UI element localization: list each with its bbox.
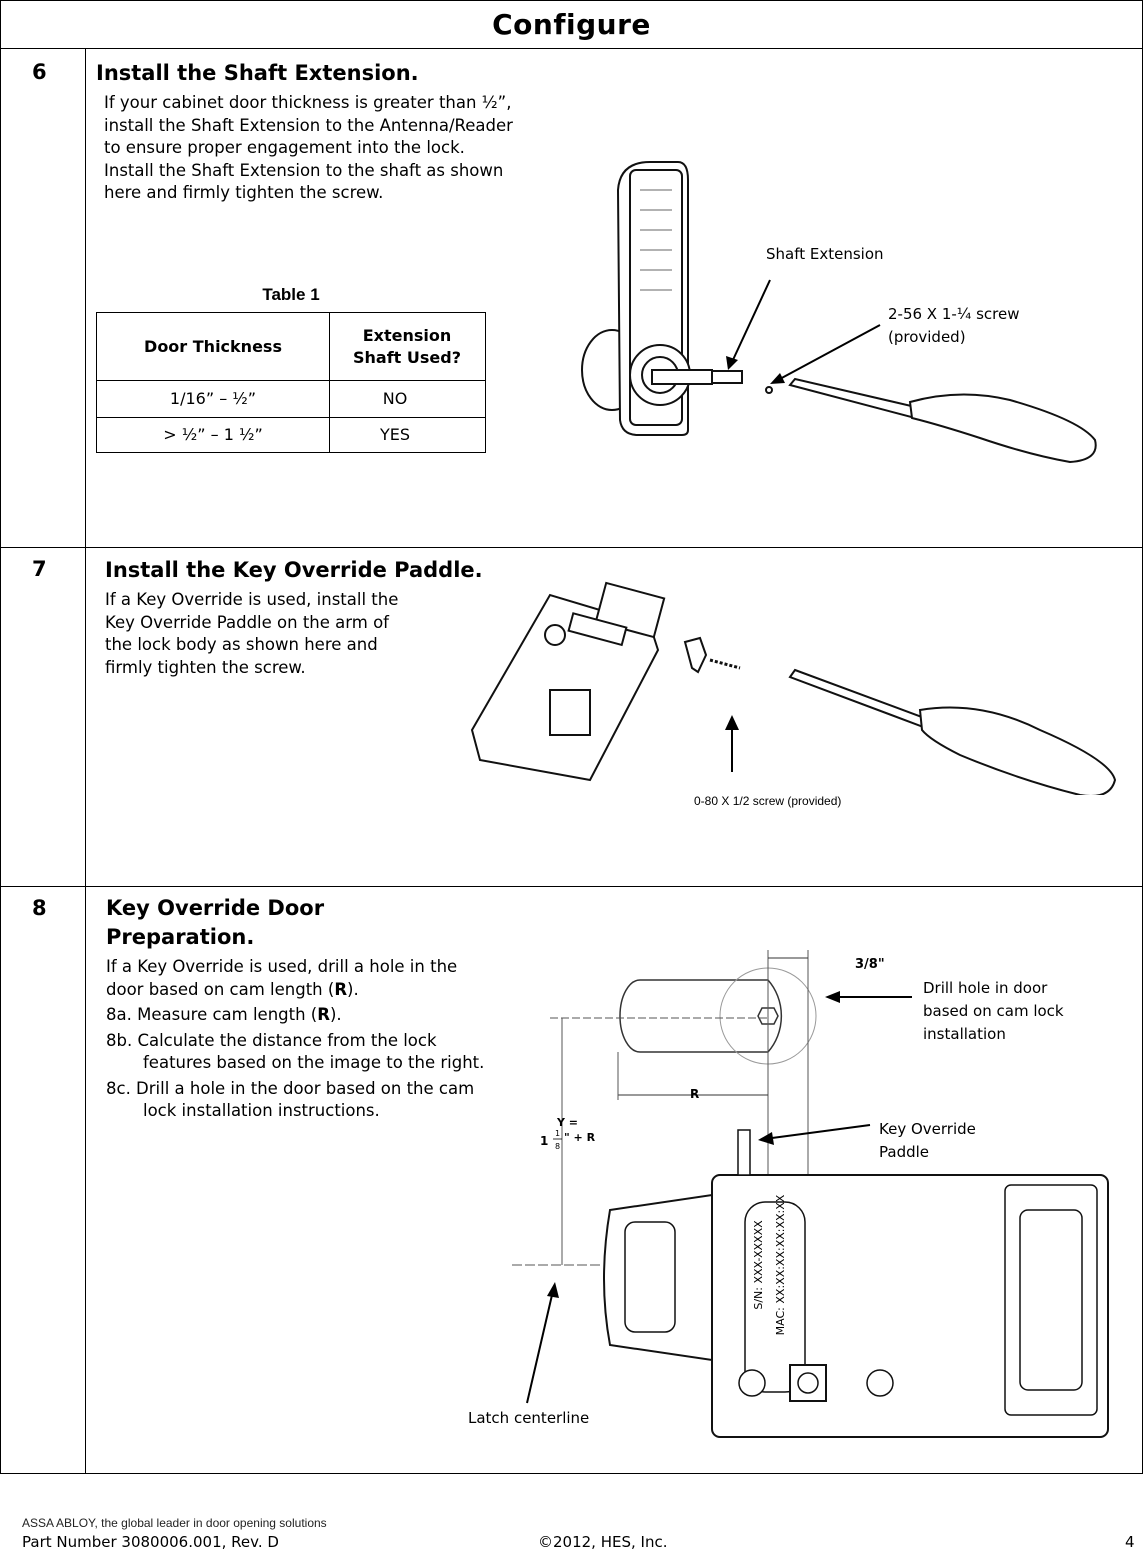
- key-override-paddle-figure: [470, 581, 1117, 795]
- paddle-shape: [683, 636, 708, 674]
- table-divider: [97, 417, 485, 418]
- formula-whole: 1: [540, 1134, 548, 1148]
- label-line: installation: [923, 1025, 1006, 1043]
- formula-denominator: 8: [555, 1142, 560, 1151]
- arrow-head-icon: [547, 1282, 559, 1298]
- step-title: Install the Key Override Paddle.: [105, 558, 483, 582]
- key-override-paddle: [737, 1129, 751, 1176]
- screw-icon: [866, 1369, 894, 1397]
- label-drill-hole: Drill hole in door based on cam lock ins…: [923, 977, 1064, 1046]
- list-item: 8a. Measure cam length (: [106, 1005, 318, 1024]
- step-title: Key Override Door Preparation.: [106, 896, 325, 949]
- step-text: If a Key Override is used, drill a hole …: [106, 956, 491, 1126]
- screwdriver-shaft: [788, 668, 932, 730]
- label-screw: 0-80 X 1/2 screw (provided): [694, 794, 842, 808]
- text-bold: R: [334, 979, 348, 999]
- arrow-screw: [777, 324, 881, 381]
- divider: [85, 48, 86, 1474]
- arrow-head-icon: [825, 991, 840, 1003]
- step-number: 6: [32, 60, 47, 84]
- instructions-table: [0, 0, 1143, 1474]
- label-screw: 2-56 X 1-¼ screw: [888, 305, 1020, 323]
- screw-icon: [738, 1369, 766, 1397]
- cam-shape: [619, 979, 783, 1053]
- arrow-paddle: [771, 1124, 871, 1139]
- part-number: Part Number 3080006.001, Rev. D: [22, 1533, 279, 1551]
- table-header: Door Thickness: [144, 337, 282, 356]
- formula-label: Y =: [556, 1116, 578, 1129]
- lock-latch-inner: [624, 1221, 676, 1333]
- lock-label-plate: [744, 1201, 806, 1393]
- page-title: Configure: [492, 8, 651, 41]
- lock-strike-inner: [1019, 1209, 1083, 1391]
- label-line: Paddle: [879, 1143, 930, 1161]
- table-divider: [97, 380, 485, 381]
- dimension-label: R: [690, 1087, 699, 1101]
- table-cell: 1/16” – ½”: [169, 389, 257, 408]
- divider: [0, 547, 1143, 548]
- step-text: If your cabinet door thickness is greate…: [104, 93, 513, 202]
- dimension-label: 3/8": [855, 957, 885, 972]
- table-cell: YES: [379, 425, 411, 444]
- serial-number-text: S/N: XXX-XXXXX: [752, 1220, 765, 1310]
- arrow-head-icon: [725, 715, 739, 730]
- divider: [0, 886, 1143, 887]
- step-title: Install the Shaft Extension.: [96, 61, 419, 85]
- shaft-extension-figure: [581, 161, 1097, 464]
- list-item: 8c. Drill a hole in the door based on th…: [106, 1078, 475, 1121]
- arrow-latch: [526, 1294, 553, 1404]
- label-key-override-paddle: Key Override Paddle: [879, 1118, 976, 1164]
- table-cell: > ½” – 1 ½”: [163, 425, 263, 444]
- shaft: [651, 369, 713, 385]
- text-run: ).: [329, 1005, 342, 1024]
- arrow-shaft-extension: [731, 279, 771, 363]
- shaft-extension: [711, 370, 743, 384]
- step-number: 7: [32, 557, 47, 581]
- label-line: Drill hole in door: [923, 979, 1048, 997]
- arrow-head-icon: [758, 1132, 774, 1145]
- screwdriver-handle: [908, 393, 1097, 464]
- divider: [0, 48, 1143, 49]
- label-shaft-extension: Shaft Extension: [766, 245, 884, 263]
- table-divider: [329, 313, 330, 452]
- table-header: Extension Shaft Used?: [353, 326, 461, 367]
- screwdriver-handle: [918, 706, 1117, 795]
- text-bold: R: [317, 1005, 330, 1024]
- table-caption: Table 1: [262, 285, 320, 304]
- lock-keyhole: [544, 624, 566, 646]
- screw-icon: [765, 386, 773, 394]
- door-preparation-figure: S/N: XXX-XXXXX MAC: XX:XX:XX:XX:XX:XX 3/…: [512, 950, 1109, 1438]
- formula-tail: " + R: [564, 1131, 596, 1144]
- page-number: 4: [1125, 1533, 1135, 1551]
- door-thickness-table: Door Thickness Extension Shaft Used? 1/1…: [96, 312, 486, 453]
- table-cell: NO: [382, 389, 408, 408]
- arrow-head-icon: [770, 373, 785, 384]
- label-screw-provided: (provided): [888, 328, 966, 346]
- brand-tagline: ASSA ABLOY, the global leader in door op…: [22, 1516, 327, 1530]
- step-number: 8: [32, 896, 47, 920]
- formula-numerator: 1: [555, 1129, 560, 1138]
- arrow-head-icon: [726, 356, 738, 370]
- text-run: ).: [347, 979, 359, 999]
- label-line: Key Override: [879, 1120, 976, 1138]
- label-latch-centerline: Latch centerline: [468, 1409, 590, 1427]
- screwdriver-shaft: [788, 377, 922, 420]
- copyright: ©2012, HES, Inc.: [538, 1533, 668, 1551]
- lock-spindle-inner: [797, 1372, 819, 1394]
- lock-label: [567, 612, 628, 647]
- lock-inner: [549, 689, 591, 736]
- label-line: based on cam lock: [923, 1002, 1064, 1020]
- text-run: If a Key Override is used, drill a hole …: [106, 957, 458, 999]
- screw-icon: [709, 658, 741, 670]
- list-item: 8b. Calculate the distance from the lock…: [106, 1030, 485, 1073]
- step-text: If a Key Override is used, install the K…: [105, 590, 399, 677]
- mac-address-text: MAC: XX:XX:XX:XX:XX:XX: [774, 1194, 787, 1335]
